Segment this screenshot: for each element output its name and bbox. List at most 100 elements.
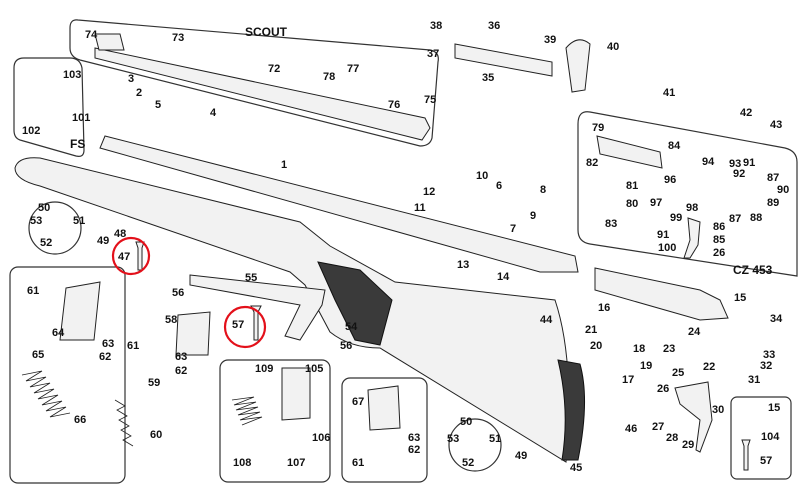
part-number-label: 38 bbox=[430, 20, 442, 32]
part-number-label: 92 bbox=[733, 168, 745, 180]
part-number-label: 26 bbox=[713, 247, 725, 259]
bolt bbox=[454, 43, 553, 77]
part-number-label: 81 bbox=[626, 180, 638, 192]
part-number-label: 106 bbox=[312, 432, 330, 444]
part-number-label: 72 bbox=[268, 63, 280, 75]
trigger-26-lower bbox=[674, 381, 713, 453]
part-number-label: 16 bbox=[598, 302, 610, 314]
part-number-label: 91 bbox=[743, 157, 755, 169]
part-number-label: 50 bbox=[460, 416, 472, 428]
highlight-circle-47 bbox=[111, 236, 151, 276]
magazine-58 bbox=[175, 311, 211, 356]
part-number-label: 96 bbox=[664, 174, 676, 186]
part-number-label: 11 bbox=[414, 202, 426, 214]
sling-swivel-circle-2 bbox=[448, 418, 502, 472]
part-number-label: 1 bbox=[281, 159, 287, 171]
part-number-label: 21 bbox=[585, 324, 597, 336]
part-number-label: 12 bbox=[423, 186, 435, 198]
part-number-label: 39 bbox=[544, 34, 556, 46]
part-number-label: 45 bbox=[570, 462, 582, 474]
part-number-label: 51 bbox=[489, 433, 501, 445]
part-number-label: 76 bbox=[388, 99, 400, 111]
part-number-label: 48 bbox=[114, 228, 126, 240]
screw-57-detail bbox=[741, 439, 751, 471]
part-number-label: 93 bbox=[729, 158, 741, 170]
part-number-label: 46 bbox=[625, 423, 637, 435]
sling-swivel-circle bbox=[28, 201, 82, 255]
part-number-label: 63 bbox=[408, 432, 420, 444]
part-number-label: 49 bbox=[515, 450, 527, 462]
part-number-label: 61 bbox=[352, 457, 364, 469]
magazine-64 bbox=[59, 281, 101, 341]
sear-housing bbox=[596, 135, 663, 169]
part-number-label: 74 bbox=[85, 29, 98, 41]
part-number-label: 75 bbox=[424, 94, 436, 106]
part-number-label: 27 bbox=[652, 421, 664, 433]
part-number-label: 91 bbox=[657, 229, 669, 241]
part-number-label: 63 bbox=[175, 351, 187, 363]
part-number-label: 51 bbox=[73, 215, 85, 227]
front-sight-box bbox=[13, 57, 85, 157]
magazine-box bbox=[9, 266, 126, 484]
group-title: CZ 453 bbox=[733, 263, 773, 277]
part-number-label: 63 bbox=[102, 338, 114, 350]
part-number-label: 40 bbox=[607, 41, 619, 53]
part-number-label: 35 bbox=[482, 72, 494, 84]
part-number-label: 50 bbox=[38, 202, 50, 214]
part-number-label: 32 bbox=[760, 360, 772, 372]
part-number-label: 10 bbox=[476, 170, 488, 182]
part-number-label: 67 bbox=[352, 396, 364, 408]
part-number-label: 87 bbox=[729, 213, 741, 225]
screw-47 bbox=[135, 241, 145, 271]
part-number-label: 97 bbox=[650, 197, 662, 209]
scout-barrel bbox=[94, 47, 431, 141]
part-number-label: 53 bbox=[447, 433, 459, 445]
part-number-label: 87 bbox=[767, 172, 779, 184]
part-number-label: 62 bbox=[99, 351, 111, 363]
part-number-label: 15 bbox=[768, 402, 780, 414]
part-number-label: 73 bbox=[172, 32, 184, 44]
part-number-label: 90 bbox=[777, 184, 789, 196]
part-number-label: 6 bbox=[496, 180, 502, 192]
part-number-label: 15 bbox=[734, 292, 746, 304]
part-number-label: 105 bbox=[305, 363, 323, 375]
part-number-label: 77 bbox=[347, 63, 359, 75]
magazine-spring-66 bbox=[21, 370, 71, 418]
part-number-label: 7 bbox=[510, 223, 516, 235]
part-number-label: 65 bbox=[32, 349, 44, 361]
front-sight-part bbox=[94, 33, 125, 51]
part-number-label: 44 bbox=[540, 314, 553, 326]
part-number-label: 2 bbox=[136, 87, 142, 99]
trigger-guard-54 bbox=[189, 274, 326, 341]
stock-checkering bbox=[317, 261, 393, 346]
part-number-label: 24 bbox=[688, 326, 701, 338]
part-number-label: 28 bbox=[666, 432, 678, 444]
part-number-label: 57 bbox=[760, 455, 772, 467]
part-number-label: 36 bbox=[488, 20, 500, 32]
part-number-label: 3 bbox=[128, 73, 134, 85]
part-number-label: 22 bbox=[703, 361, 715, 373]
part-number-label: 23 bbox=[663, 343, 675, 355]
part-number-label: 43 bbox=[770, 119, 782, 131]
part-number-label: 85 bbox=[713, 234, 725, 246]
group-title: FS bbox=[70, 137, 85, 151]
butt-plate bbox=[557, 359, 585, 461]
part-number-label: 29 bbox=[682, 439, 694, 451]
part-number-label: 19 bbox=[640, 360, 652, 372]
part-number-label: 83 bbox=[605, 218, 617, 230]
part-number-label: 61 bbox=[127, 340, 139, 352]
part-number-label: 47 bbox=[118, 251, 130, 263]
part-number-label: 31 bbox=[748, 374, 760, 386]
magazine-5-box bbox=[341, 377, 428, 483]
part-number-label: 104 bbox=[761, 431, 780, 443]
part-number-label: 55 bbox=[245, 272, 257, 284]
part-number-label: 37 bbox=[427, 48, 439, 60]
part-number-label: 60 bbox=[150, 429, 162, 441]
part-number-label: 84 bbox=[668, 140, 681, 152]
part-number-label: 53 bbox=[30, 215, 42, 227]
part-number-label: 88 bbox=[750, 212, 762, 224]
group-title: SCOUT bbox=[245, 25, 288, 39]
part-number-label: 14 bbox=[497, 271, 510, 283]
